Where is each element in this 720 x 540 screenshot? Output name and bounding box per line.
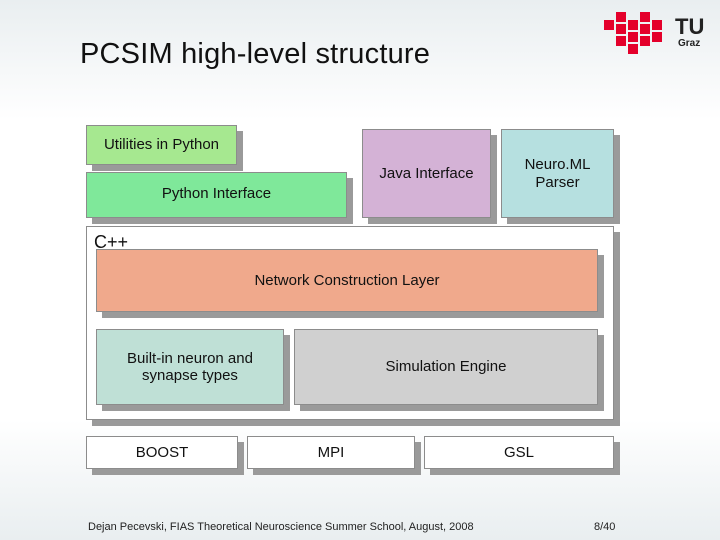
python-interface-label: Python Interface xyxy=(161,185,272,202)
boost-block: BOOST xyxy=(86,436,238,469)
builtin-label-line1: Built-in neuron and xyxy=(127,349,253,367)
python-interface-block: Python Interface xyxy=(86,172,347,218)
builtin-label-line2: synapse types xyxy=(142,367,238,384)
tu-graz-logo-icon xyxy=(604,12,662,54)
simulation-engine-label: Simulation Engine xyxy=(385,358,507,376)
mpi-label: MPI xyxy=(317,443,345,461)
network-construction-layer-block: Network Construction Layer xyxy=(96,249,598,312)
utilities-in-python-block: Utilities in Python xyxy=(86,125,237,165)
slide-footer: Dejan Pecevski, FIAS Theoretical Neurosc… xyxy=(88,521,474,533)
gsl-label: GSL xyxy=(503,443,534,461)
java-interface-label: Java Interface xyxy=(379,164,474,182)
slide-title: PCSIM high-level structure xyxy=(80,38,431,70)
page-number: 8/40 xyxy=(594,521,616,533)
network-construction-label: Network Construction Layer xyxy=(254,271,440,289)
java-interface-block: Java Interface xyxy=(362,129,491,218)
utilities-in-python-label: Utilities in Python xyxy=(103,136,220,154)
logo-word: TU xyxy=(675,14,705,39)
cpp-label: C++ xyxy=(94,232,129,252)
gsl-block: GSL xyxy=(424,436,614,469)
simulation-engine-block: Simulation Engine xyxy=(294,329,598,405)
neuroml-label-line1: Neuro.ML xyxy=(524,156,591,174)
boost-label: BOOST xyxy=(135,443,189,461)
builtin-neuron-synapse-block: Built-in neuron and synapse types xyxy=(96,329,284,405)
neuroml-parser-block: Neuro.ML Parser xyxy=(501,129,614,218)
neuroml-label-line2: Parser xyxy=(535,173,580,191)
logo-subtitle: Graz xyxy=(678,38,701,49)
mpi-block: MPI xyxy=(247,436,415,469)
